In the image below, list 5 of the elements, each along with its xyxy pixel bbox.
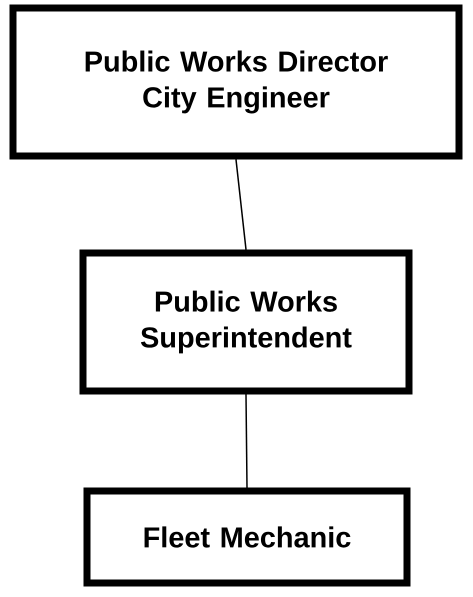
connector-line bbox=[235, 159, 247, 250]
connector-line bbox=[245, 394, 248, 488]
title-box: Public Works Superintendent bbox=[80, 250, 412, 394]
title-box: Fleet Mechanic bbox=[84, 488, 410, 586]
title-box: Public Works Director City Engineer bbox=[10, 4, 462, 160]
